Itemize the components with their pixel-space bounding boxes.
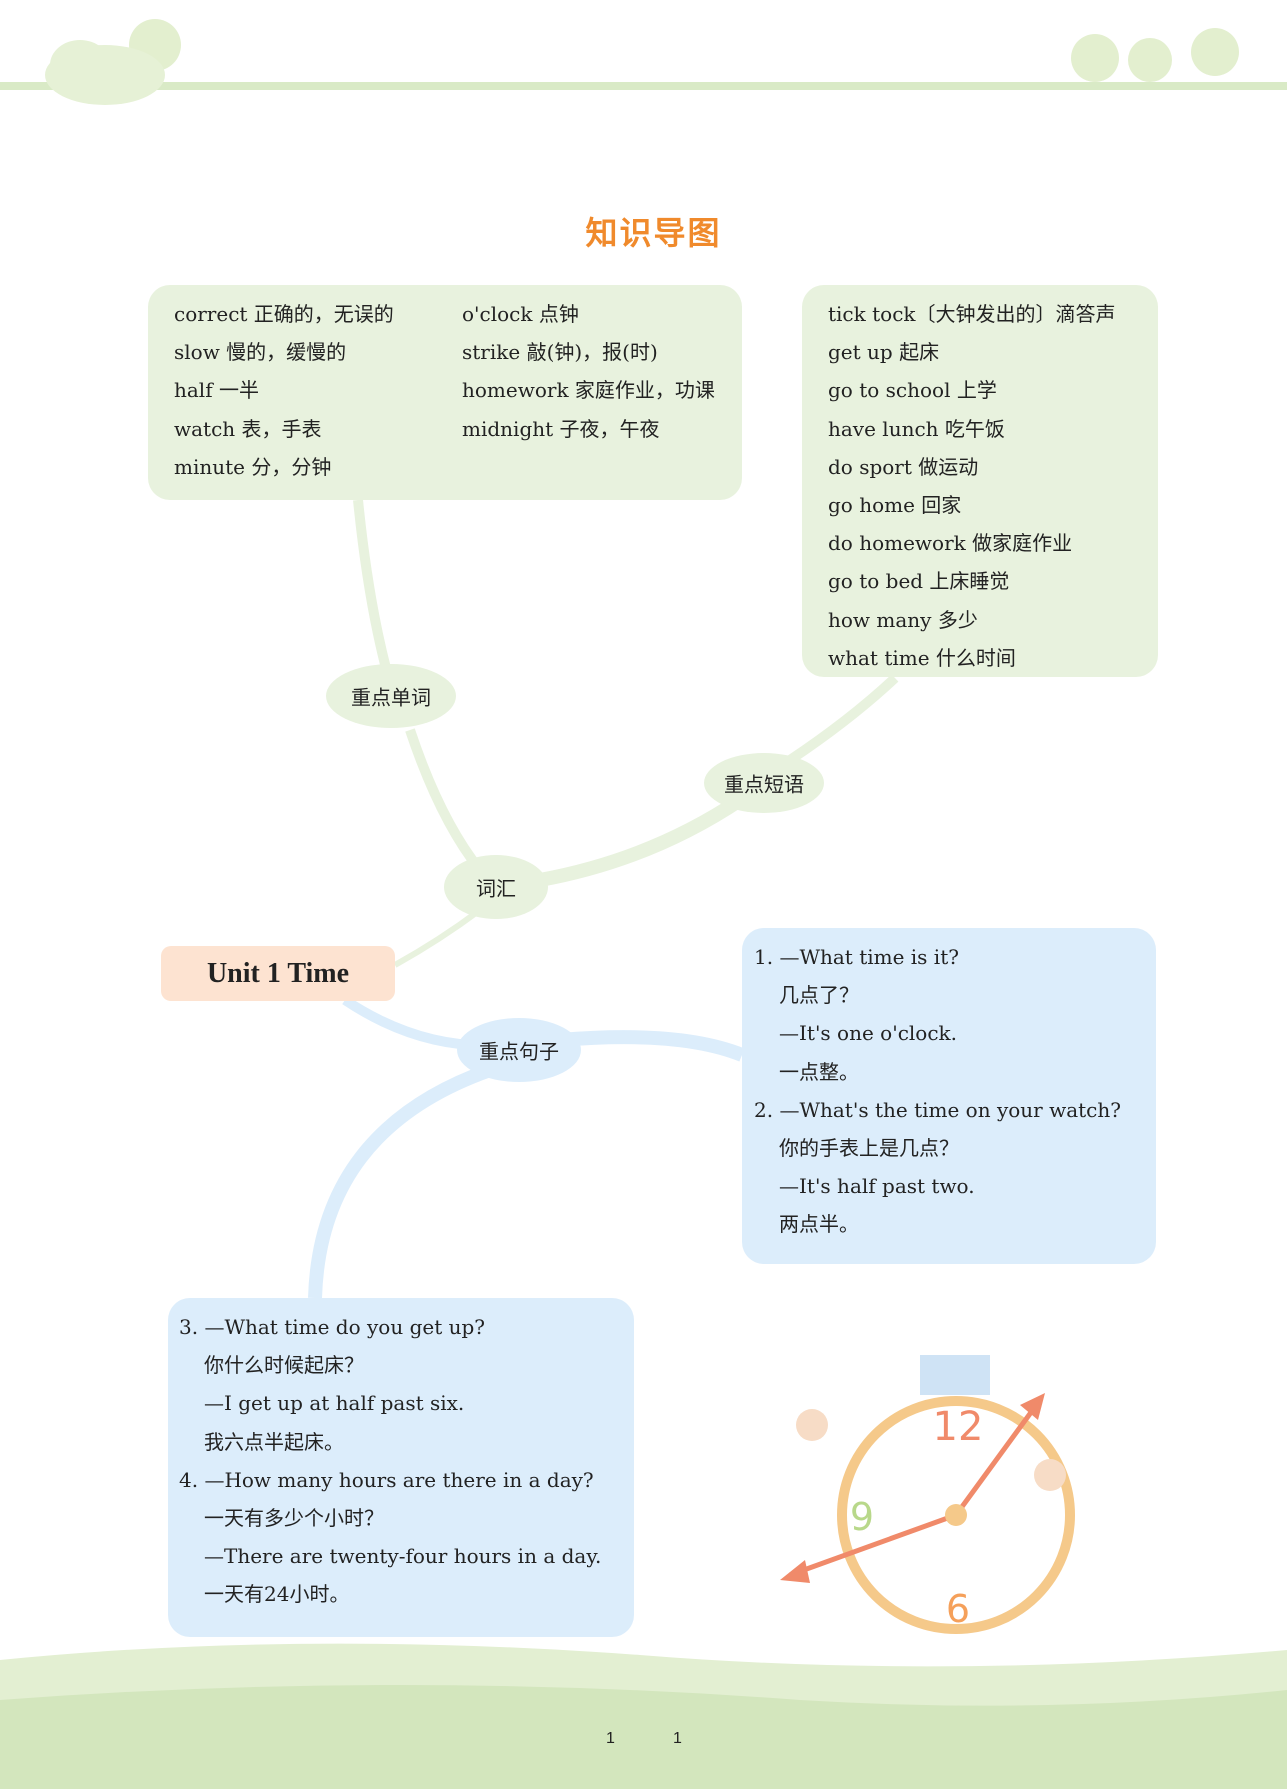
sentence-line: 3. —What time do you get up? [179,1315,486,1339]
sentence-line: 一点整。 [779,1059,859,1084]
word-item: slow 慢的，缓慢的 [174,340,347,365]
cloud-key-words [326,664,456,728]
clock-illustration: 12 9 6 [780,1355,1075,1634]
branch-phrases [538,794,744,887]
sentence-line: —There are twenty-four hours in a day. [204,1544,602,1569]
word-item: homework 家庭作业，功课 [462,378,715,403]
phrase-item: what time 什么时间 [828,645,1016,670]
word-item: correct 正确的，无误的 [174,302,394,326]
sentences-box-2: 3. —What time do you get up? 你什么时候起床？ —I… [168,1298,634,1637]
phrase-item: go to school 上学 [828,378,997,403]
phrase-item: how many 多少 [828,607,978,632]
word-item: watch 表，手表 [174,416,322,441]
clock-9: 9 [850,1495,874,1539]
sentence-line: 你什么时候起床？ [204,1353,364,1378]
girl-icon [1034,1459,1066,1491]
word-item: minute 分，分钟 [174,454,332,479]
cloud-key-sentences [457,1018,581,1082]
phrase-item: do sport 做运动 [828,454,979,479]
clock-6: 6 [946,1587,970,1631]
sun-cloud-icon [45,19,181,105]
node-key-phrases: 重点短语 [724,772,804,797]
boy-icon [796,1409,828,1441]
phrase-item: get up 起床 [828,340,940,365]
phrase-item: go home 回家 [828,493,962,518]
sentence-line: 一天有24小时。 [204,1582,350,1607]
page-number: 1 [606,1730,615,1747]
sentence-line: 一天有多少个小时？ [204,1506,384,1531]
school-icon [920,1355,990,1395]
page-number: 1 [673,1730,682,1747]
node-key-sentences: 重点句子 [479,1039,559,1064]
sentence-line: 两点半。 [779,1212,859,1237]
word-item: o'clock 点钟 [462,302,579,326]
key-phrases-box: tick tock〔大钟发出的〕滴答声 get up 起床 go to scho… [802,285,1158,677]
sentence-line: —It's half past two. [779,1174,975,1199]
sentence-line: 1. —What time is it? [754,945,959,969]
sentence-line: 你的手表上是几点？ [779,1136,959,1161]
root-node-unit-title: Unit 1 Time [161,946,395,1001]
sentence-line: —I get up at half past six. [204,1391,465,1416]
sentence-line: 4. —How many hours are there in a day? [179,1467,594,1492]
word-item: half 一半 [174,378,259,403]
animal-faces-icon [1071,28,1239,82]
clock-12: 12 [933,1404,984,1450]
sentence-line: 我六点半起床。 [204,1429,344,1454]
word-item: strike 敲(钟)，报(时) [462,340,658,365]
sentence-line: —It's one o'clock. [779,1021,958,1046]
phrase-item: do homework 做家庭作业 [828,531,1073,556]
header-bar [0,82,1287,90]
sentence-line: 2. —What's the time on your watch? [754,1097,1121,1122]
phrase-item: go to bed 上床睡觉 [828,569,1010,594]
cloud-key-phrases [704,753,824,813]
phrase-item: tick tock〔大钟发出的〕滴答声 [828,302,1116,326]
key-words-box: correct 正确的，无误的 slow 慢的，缓慢的 half 一半 watc… [148,285,742,500]
sentence-line: 几点了？ [779,983,859,1008]
word-item: midnight 子夜，午夜 [462,416,660,441]
node-key-words: 重点单词 [351,685,431,710]
cloud-vocab [444,855,548,919]
page-title: 知识导图 [585,214,722,252]
node-vocab: 词汇 [476,876,516,901]
phrase-item: have lunch 吃午饭 [828,416,1005,441]
sentences-box-1: 1. —What time is it? 几点了？ —It's one o'cl… [742,928,1156,1264]
